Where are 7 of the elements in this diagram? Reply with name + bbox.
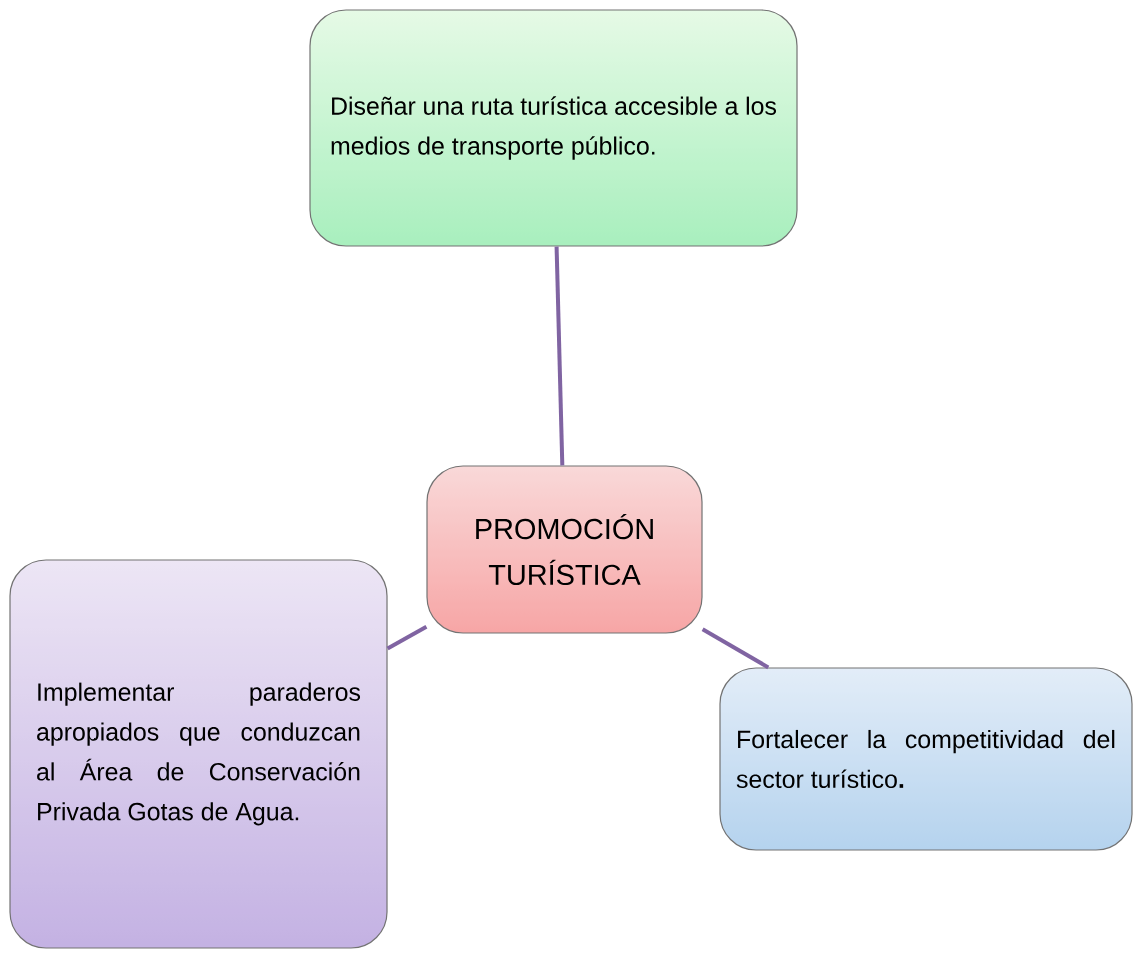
connector-line <box>386 625 428 651</box>
connector-line <box>554 246 565 466</box>
text-box: Implementar paraderos apropiados que conduzcan al Área de Conservación Privada Gotas de Agua. <box>9 559 388 949</box>
text-box: PROMOCIÓN TURÍSTICA <box>426 465 703 634</box>
text-box: Diseñar una ruta turística accesible a los medios de transporte público. <box>309 9 798 247</box>
connector-line <box>701 627 770 670</box>
text-box: Fortalecer la competitividad del sector turístico. <box>719 667 1133 851</box>
